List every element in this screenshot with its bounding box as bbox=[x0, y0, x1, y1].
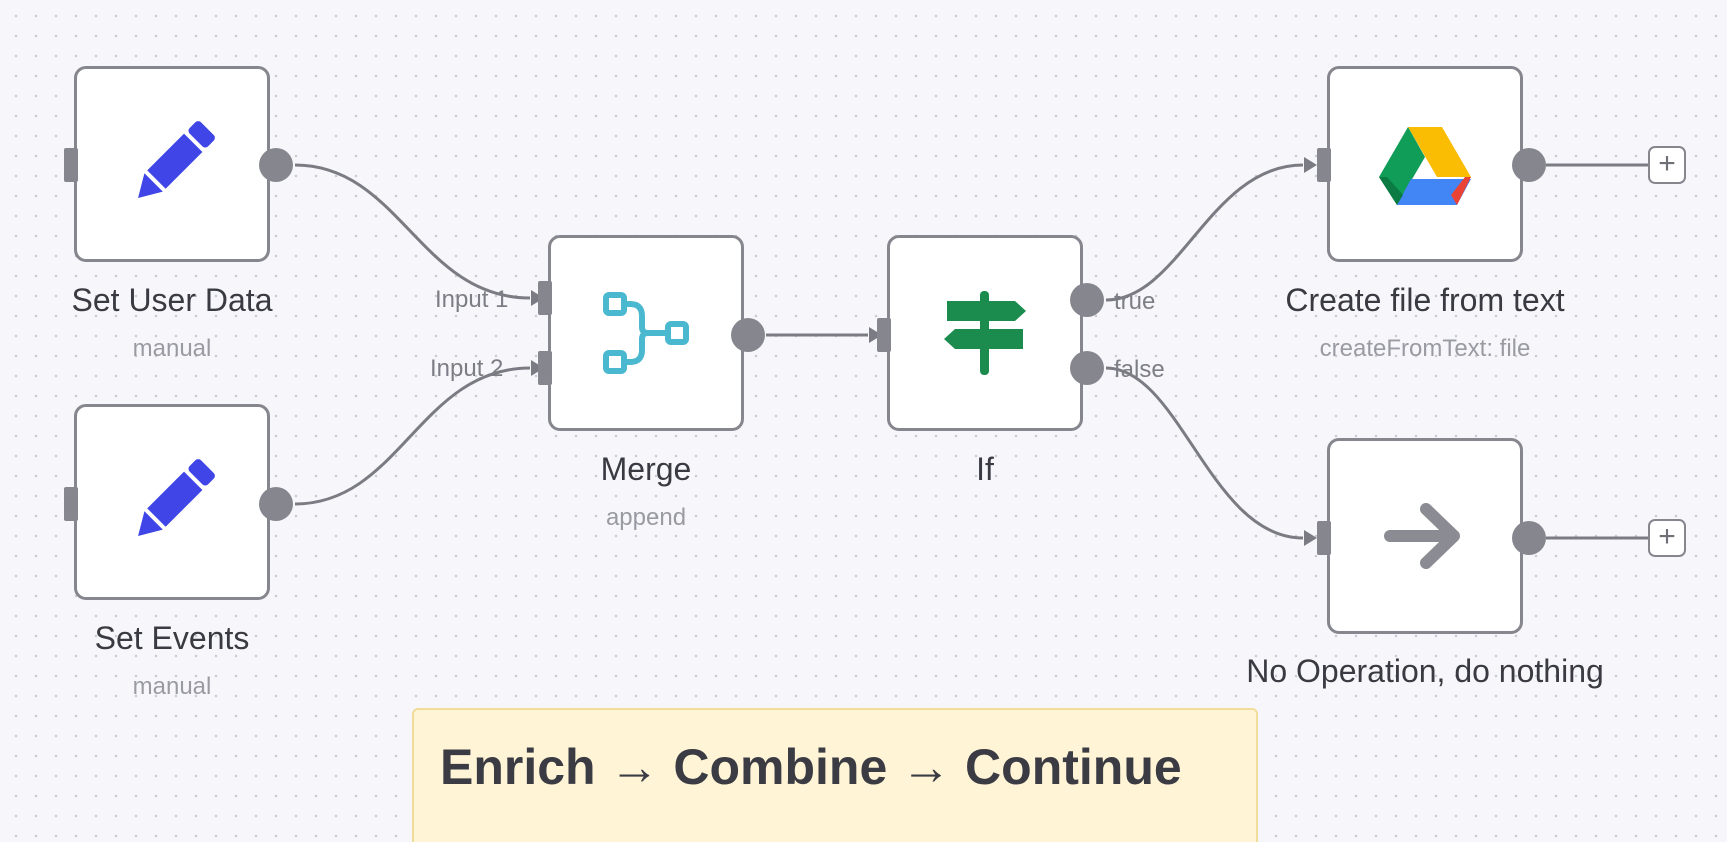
sticky-note[interactable]: Enrich → Combine → Continue bbox=[412, 708, 1258, 842]
input-1-handle-merge[interactable] bbox=[538, 281, 552, 315]
output-false-handle-if[interactable] bbox=[1070, 351, 1104, 385]
output-handle-set-user-data[interactable] bbox=[259, 148, 293, 182]
node-title-if: If bbox=[976, 451, 994, 487]
node-subtitle-create-file: createFromText: file bbox=[1319, 335, 1531, 362]
signpost-icon bbox=[890, 238, 1080, 428]
arrowhead-create-file-input bbox=[1304, 157, 1317, 173]
input-handle-noop[interactable] bbox=[1317, 521, 1331, 555]
add-node-button[interactable]: + bbox=[1648, 519, 1686, 557]
node-if[interactable] bbox=[887, 235, 1083, 431]
output-handle-set-events[interactable] bbox=[259, 487, 293, 521]
connection-if-true-to-create-file bbox=[1105, 163, 1304, 302]
arrow-right-icon bbox=[1330, 441, 1520, 631]
connection-set-user-data-to-merge bbox=[294, 163, 531, 300]
node-title-merge: Merge bbox=[600, 451, 692, 487]
sticky-note-text: Enrich → Combine → Continue bbox=[440, 739, 1182, 795]
node-subtitle-set-user-data: manual bbox=[132, 335, 212, 362]
arrowhead-noop-input bbox=[1304, 530, 1317, 546]
input-handle-create-file[interactable] bbox=[1317, 148, 1331, 182]
input-handle-set-user-data[interactable] bbox=[64, 148, 78, 182]
output-handle-noop[interactable] bbox=[1512, 521, 1546, 555]
input-handle-if[interactable] bbox=[877, 318, 891, 352]
output-true-handle-if[interactable] bbox=[1070, 283, 1104, 317]
merge-input-2-label: Input 2 bbox=[430, 355, 504, 382]
input-handle-set-events[interactable] bbox=[64, 487, 78, 521]
input-2-handle-merge[interactable] bbox=[538, 351, 552, 385]
node-no-operation[interactable] bbox=[1327, 438, 1523, 634]
node-title-no-operation: No Operation, do nothing bbox=[1246, 653, 1604, 689]
node-title-set-events: Set Events bbox=[94, 620, 250, 656]
node-create-file-from-text[interactable] bbox=[1327, 66, 1523, 262]
node-merge[interactable] bbox=[548, 235, 744, 431]
output-handle-create-file[interactable] bbox=[1512, 148, 1546, 182]
merge-icon bbox=[551, 238, 741, 428]
node-subtitle-set-events: manual bbox=[132, 673, 212, 700]
pencil-icon bbox=[77, 69, 267, 259]
node-set-user-data[interactable] bbox=[74, 66, 270, 262]
node-title-create-file: Create file from text bbox=[1285, 282, 1565, 318]
node-title-set-user-data: Set User Data bbox=[71, 282, 273, 318]
node-subtitle-merge: append bbox=[605, 504, 687, 531]
pencil-icon bbox=[77, 407, 267, 597]
add-node-button[interactable]: + bbox=[1648, 146, 1686, 184]
if-true-label: true bbox=[1114, 288, 1156, 315]
if-false-label: false bbox=[1114, 356, 1165, 383]
merge-input-1-label: Input 1 bbox=[435, 286, 509, 313]
node-set-events[interactable] bbox=[74, 404, 270, 600]
output-handle-merge[interactable] bbox=[731, 318, 765, 352]
google-drive-icon bbox=[1330, 69, 1520, 259]
